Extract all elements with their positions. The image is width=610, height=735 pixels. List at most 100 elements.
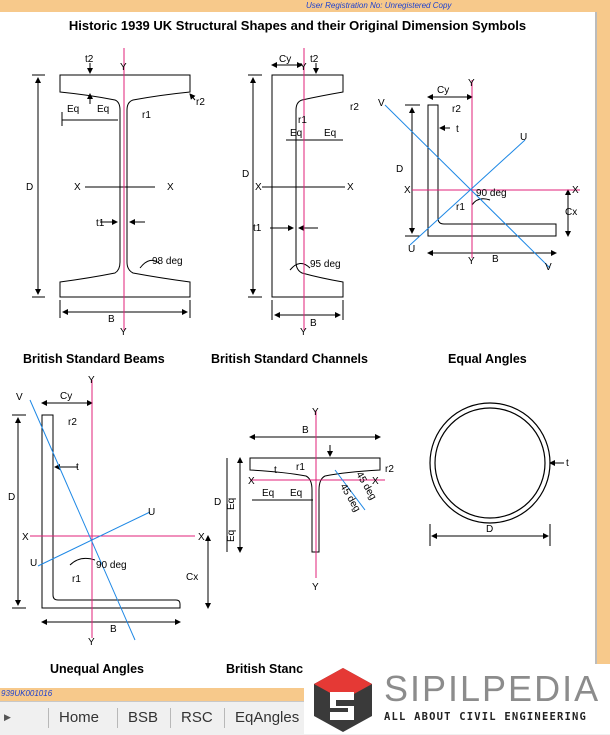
beam-t2-label: t2 — [85, 54, 94, 65]
eqangle-r2-label: r2 — [452, 104, 461, 115]
caption-equal-angles: Equal Angles — [448, 352, 527, 366]
eqangle-y-top-label: Y — [468, 78, 475, 89]
tab-rsc[interactable]: RSC — [170, 708, 223, 728]
registration-text: User Registration No: Unregistered Copy — [306, 1, 452, 10]
channel-t1-label: t1 — [253, 223, 262, 234]
tube-inner — [434, 407, 546, 519]
channel-t2-label: t2 — [310, 54, 319, 65]
eqangle-cx-label: Cx — [565, 207, 577, 218]
equal-angle-outline — [427, 104, 557, 237]
beam-y-bottom-label: Y — [120, 327, 127, 338]
uneqangle-r2-label: r2 — [68, 417, 77, 428]
tee-y-bottom-label: Y — [312, 582, 319, 593]
beam-outline — [59, 74, 191, 298]
eqangle-angle-label: 90 deg — [476, 188, 507, 199]
uneqangle-d-label: D — [8, 492, 15, 503]
uneqangle-r1-label: r1 — [72, 574, 81, 585]
eqangle-x-right-label: X — [572, 185, 579, 196]
channel-x-left-label: X — [255, 182, 262, 193]
channel-cy-label: Cy — [279, 54, 291, 65]
tee-x-left-label: X — [248, 476, 255, 487]
watermark-logo: SIPILPEDIA ALL ABOUT CIVIL ENGINEERING — [304, 664, 610, 734]
eqangle-v-bottom-label: V — [545, 262, 552, 273]
beam-b-label: B — [108, 314, 115, 325]
beam-eq-label-1: Eq — [67, 104, 79, 115]
eqangle-b-label: B — [492, 254, 499, 265]
tab-home[interactable]: Home — [48, 708, 109, 728]
channel-angle-label: 95 deg — [310, 259, 341, 270]
tab-eqangles[interactable]: EqAngles — [224, 708, 309, 728]
caption-tees: British Stanc — [226, 662, 304, 676]
uneqangle-t-label: t — [76, 462, 79, 473]
logo-wordmark: SIPILPEDIA — [384, 668, 601, 709]
tube-d-label: D — [486, 524, 493, 535]
tee-x-right-label: X — [372, 476, 379, 487]
channel-r1-label: r1 — [298, 115, 307, 126]
eqangle-x-left-label: X — [404, 185, 411, 196]
caption-channels: British Standard Channels — [211, 352, 368, 366]
uneqangle-u-top-label: U — [148, 507, 155, 518]
tee-t1-label: t — [274, 465, 277, 476]
eqangle-y-bottom-label: Y — [468, 256, 475, 267]
beam-angle-label: 98 deg — [152, 256, 183, 267]
beam-y-top-label: Y — [120, 62, 127, 73]
uneqangle-v-top-label: V — [16, 392, 23, 403]
caption-unequal-angles: Unequal Angles — [50, 662, 144, 676]
logo-mark-icon — [314, 668, 372, 732]
tee-angle-label-2: 45 deg — [337, 482, 362, 514]
unequal-angle-outline — [41, 414, 181, 609]
tee-eq-label-2: Eq — [290, 488, 302, 499]
eqangle-d-label: D — [396, 164, 403, 175]
tee-b-label: B — [302, 425, 309, 436]
uneqangle-cy-label: Cy — [60, 391, 72, 402]
channel-outline — [271, 74, 344, 298]
uneqangle-x-left-label: X — [22, 532, 29, 543]
uneqangle-y-bottom-label: Y — [88, 637, 95, 648]
beam-eq-label-2: Eq — [97, 104, 109, 115]
channel-b-label: B — [310, 318, 317, 329]
right-strip — [597, 12, 610, 668]
uneqangle-y-top-label: Y — [88, 375, 95, 386]
tee-outline — [249, 457, 381, 553]
eqangle-cy-label: Cy — [437, 85, 449, 96]
channel-r2-label: r2 — [350, 102, 359, 113]
channel-d-label: D — [242, 169, 249, 180]
channel-eq-label-2: Eq — [324, 128, 336, 139]
eqangle-v-top-label: V — [378, 98, 385, 109]
tee-r1-label: r1 — [296, 462, 305, 473]
channel-x-right-label: X — [347, 182, 354, 193]
tab-bsb[interactable]: BSB — [117, 708, 168, 728]
beam-t1-label: t1 — [96, 218, 105, 229]
uneqangle-angle-label: 90 deg — [96, 560, 127, 571]
uneqangle-b-label: B — [110, 624, 117, 635]
tube-t-label: t — [566, 458, 569, 469]
eqangle-u-top-label: U — [520, 132, 527, 143]
uneqangle-cx-label: Cx — [186, 572, 198, 583]
tee-y-top-label: Y — [312, 407, 319, 418]
beam-x-right-label: X — [167, 182, 174, 193]
reg-code: 939UK001016 — [1, 689, 53, 698]
uneqangle-u-bottom-label: U — [30, 558, 37, 569]
channel-eq-label-1: Eq — [290, 128, 302, 139]
tab-scroll-right-icon[interactable]: ▶ — [4, 712, 11, 722]
caption-beams: British Standard Beams — [23, 352, 165, 366]
registration-bar: User Registration No: Unregistered Copy — [0, 0, 610, 12]
tee-eq-vertical-1: Eq — [226, 498, 237, 510]
beam-x-left-label: X — [74, 182, 81, 193]
tee-eq-label-1: Eq — [262, 488, 274, 499]
tee-r2-label: r2 — [385, 464, 394, 475]
eqangle-t-label: t — [456, 124, 459, 135]
logo-tagline: ALL ABOUT CIVIL ENGINEERING — [384, 711, 588, 723]
eqangle-u-bottom-label: U — [408, 244, 415, 255]
beam-r1-label: r1 — [142, 110, 151, 121]
tee-eq-vertical-2: Eq — [226, 530, 237, 542]
eqangle-r1-label: r1 — [456, 202, 465, 213]
tee-d-label: D — [214, 497, 221, 508]
beam-r2-label: r2 — [196, 97, 205, 108]
worksheet — [0, 12, 597, 688]
page-title: Historic 1939 UK Structural Shapes and t… — [68, 18, 527, 33]
tube-outer — [429, 402, 551, 524]
beam-d-label: D — [26, 182, 33, 193]
uneqangle-x-right-label: X — [198, 532, 205, 543]
